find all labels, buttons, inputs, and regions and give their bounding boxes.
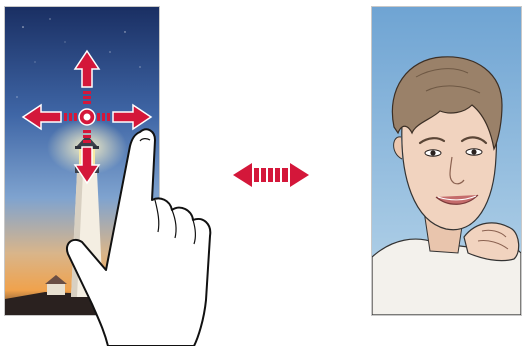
selfie-portrait [372, 7, 521, 315]
swipe-direction-arrows [5, 7, 159, 315]
rear-camera-screen[interactable] [4, 6, 160, 316]
front-camera-screen[interactable] [371, 6, 522, 316]
